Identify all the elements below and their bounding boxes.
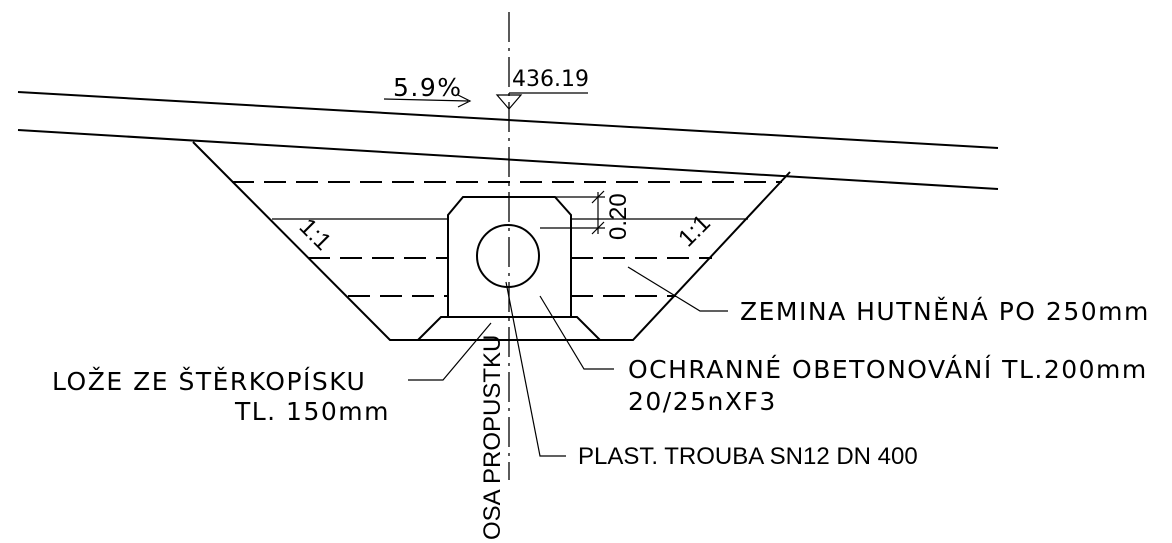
- cover-dim-tick-top: [591, 190, 605, 204]
- bedding-leader: [408, 322, 492, 381]
- bedding-label-1: LOŽE ZE ŠTĚRKOPÍSKU: [52, 366, 366, 396]
- encasement-label-1: OCHRANNÉ OBETONOVÁNÍ TL.200mm: [628, 355, 1148, 384]
- axis-label: OSA PROPUSTKU: [479, 335, 506, 540]
- road-surface-bottom-line: [17, 129, 999, 190]
- cover-label: 0.20: [605, 193, 632, 240]
- soil-leader: [627, 266, 728, 312]
- bedding-label-2: TL. 150mm: [234, 397, 390, 426]
- elevation-marker-triangle: [495, 94, 523, 110]
- encasement-leader: [539, 295, 614, 370]
- side-slope-right-label: 1:1: [673, 210, 716, 253]
- slope-label: 5.9%: [393, 73, 463, 102]
- cover-dim-tick-bottom: [591, 221, 605, 235]
- plastic-pipe: [476, 224, 540, 288]
- encasement-label-2: 20/25nXF3: [628, 387, 777, 416]
- elevation-label: 436.19: [512, 67, 589, 92]
- soil-label: ZEMINA HUTNĚNÁ PO 250mm: [740, 297, 1150, 326]
- pipe-leader: [505, 281, 566, 457]
- slope-arrow-head: [457, 94, 472, 108]
- pipe-label: PLAST. TROUBA SN12 DN 400: [578, 443, 918, 470]
- road-surface-top-line: [17, 91, 999, 149]
- gravel-sand-bedding: [415, 316, 603, 341]
- slope-arrow-line: [383, 98, 469, 102]
